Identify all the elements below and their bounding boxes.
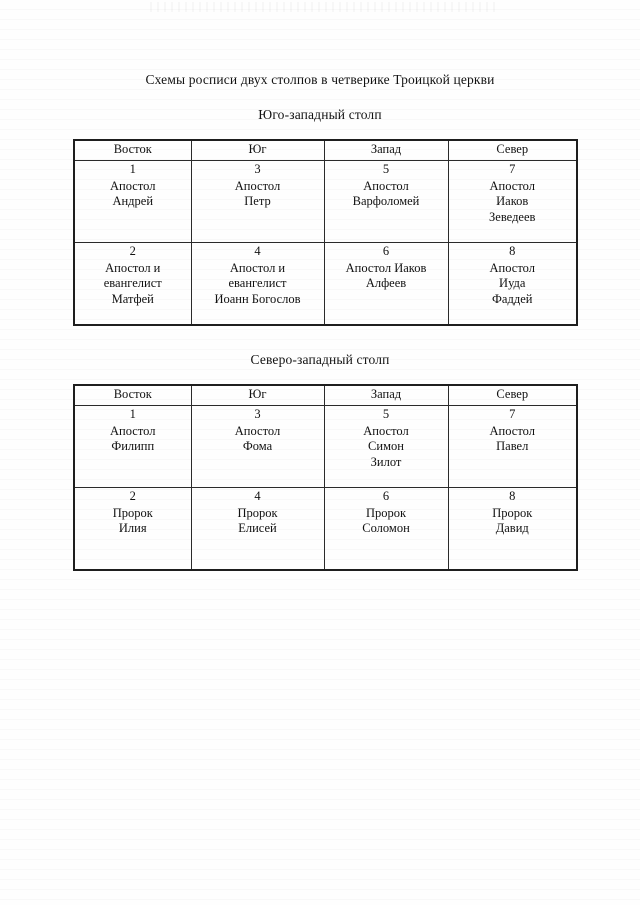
cell-number: 4	[254, 489, 261, 503]
table-north-west-pillar: Восток Юг Запад Север 1 Апостол Филипп 3…	[73, 384, 578, 571]
cell-number: 6	[382, 244, 390, 258]
column-header-west: Запад	[323, 384, 449, 406]
table-header-row: Восток Юг Запад Север	[73, 139, 578, 161]
cell-number: 4	[254, 244, 261, 258]
cell-text: Апостол Петр	[234, 178, 281, 209]
cell-text: Апостол Иаков Зеведеев	[489, 178, 536, 224]
cell-number: 8	[509, 489, 516, 503]
table-cell: 5 Апостол Варфоломей	[323, 160, 449, 243]
table-cell: 1 Апостол Андрей	[73, 160, 192, 243]
cell-number: 7	[509, 407, 516, 421]
table-row: 1 Апостол Филипп 3 Апостол Фома 5 Апосто…	[73, 405, 578, 488]
cell-number: 1	[129, 162, 136, 176]
cell-number: 3	[254, 407, 261, 421]
table-south-west-pillar: Восток Юг Запад Север 1 Апостол Андрей 3…	[73, 139, 578, 326]
table-row: 1 Апостол Андрей 3 Апостол Петр 5 Апосто…	[73, 160, 578, 243]
cell-text: Апостол Варфоломей	[352, 178, 420, 209]
cell-number: 5	[382, 162, 390, 176]
column-header-east: Восток	[73, 384, 192, 406]
table-row: 2 Пророк Илия 4 Пророк Елисей 6 Пророк С…	[73, 487, 578, 571]
table-cell: 2 Пророк Илия	[73, 487, 192, 571]
cell-text: Апостол Павел	[489, 423, 535, 454]
cell-text: Пророк Соломон	[362, 505, 410, 536]
table-cell: 4 Апостол и евангелист Иоанн Богослов	[190, 242, 325, 326]
cell-text: Апостол Симон Зилот	[363, 423, 409, 469]
table-cell: 6 Пророк Соломон	[323, 487, 449, 571]
column-header-west: Запад	[323, 139, 449, 161]
table-header-row: Восток Юг Запад Север	[73, 384, 578, 406]
cell-number: 7	[509, 162, 516, 176]
cell-text: Апостол Андрей	[110, 178, 156, 209]
table-cell: 4 Пророк Елисей	[190, 487, 325, 571]
cell-text: Апостол и евангелист Матфей	[103, 260, 162, 306]
cell-number: 2	[129, 489, 136, 503]
document-title: Схемы росписи двух столпов в четверике Т…	[145, 72, 495, 87]
cell-text: Апостол Филипп	[110, 423, 156, 454]
table-cell: 7 Апостол Иаков Зеведеев	[447, 160, 578, 243]
cell-text: Пророк Илия	[112, 505, 153, 536]
cell-number: 3	[254, 162, 261, 176]
table-cell: 8 Апостол Иуда Фаддей	[447, 242, 578, 326]
cell-number: 2	[129, 244, 136, 258]
cell-number: 1	[129, 407, 136, 421]
section-title-north-west-pillar: Северо-западный столп	[250, 352, 390, 367]
table-cell: 7 Апостол Павел	[447, 405, 578, 488]
table-row: 2 Апостол и евангелист Матфей 4 Апостол …	[73, 242, 578, 326]
table-cell: 5 Апостол Симон Зилот	[323, 405, 449, 488]
cell-text: Апостол Иуда Фаддей	[489, 260, 535, 306]
table-cell: 3 Апостол Фома	[190, 405, 325, 488]
table-cell: 8 Пророк Давид	[447, 487, 578, 571]
cell-number: 6	[382, 489, 390, 503]
cell-text: Апостол Иаков Алфеев	[345, 260, 427, 291]
column-header-south: Юг	[190, 139, 325, 161]
cell-text: Пророк Давид	[492, 505, 533, 536]
scan-artifact-band	[150, 2, 500, 12]
table-cell: 1 Апостол Филипп	[73, 405, 192, 488]
cell-number: 8	[509, 244, 516, 258]
column-header-north: Север	[447, 139, 578, 161]
table-cell: 2 Апостол и евангелист Матфей	[73, 242, 192, 326]
cell-number: 5	[382, 407, 390, 421]
column-header-north: Север	[447, 384, 578, 406]
cell-text: Апостол Фома	[234, 423, 281, 454]
table-cell: 3 Апостол Петр	[190, 160, 325, 243]
table-cell: 6 Апостол Иаков Алфеев	[323, 242, 449, 326]
column-header-south: Юг	[190, 384, 325, 406]
section-title-south-west-pillar: Юго-западный столп	[258, 107, 382, 122]
cell-text: Апостол и евангелист Иоанн Богослов	[214, 260, 301, 306]
column-header-east: Восток	[73, 139, 192, 161]
cell-text: Пророк Елисей	[237, 505, 278, 536]
